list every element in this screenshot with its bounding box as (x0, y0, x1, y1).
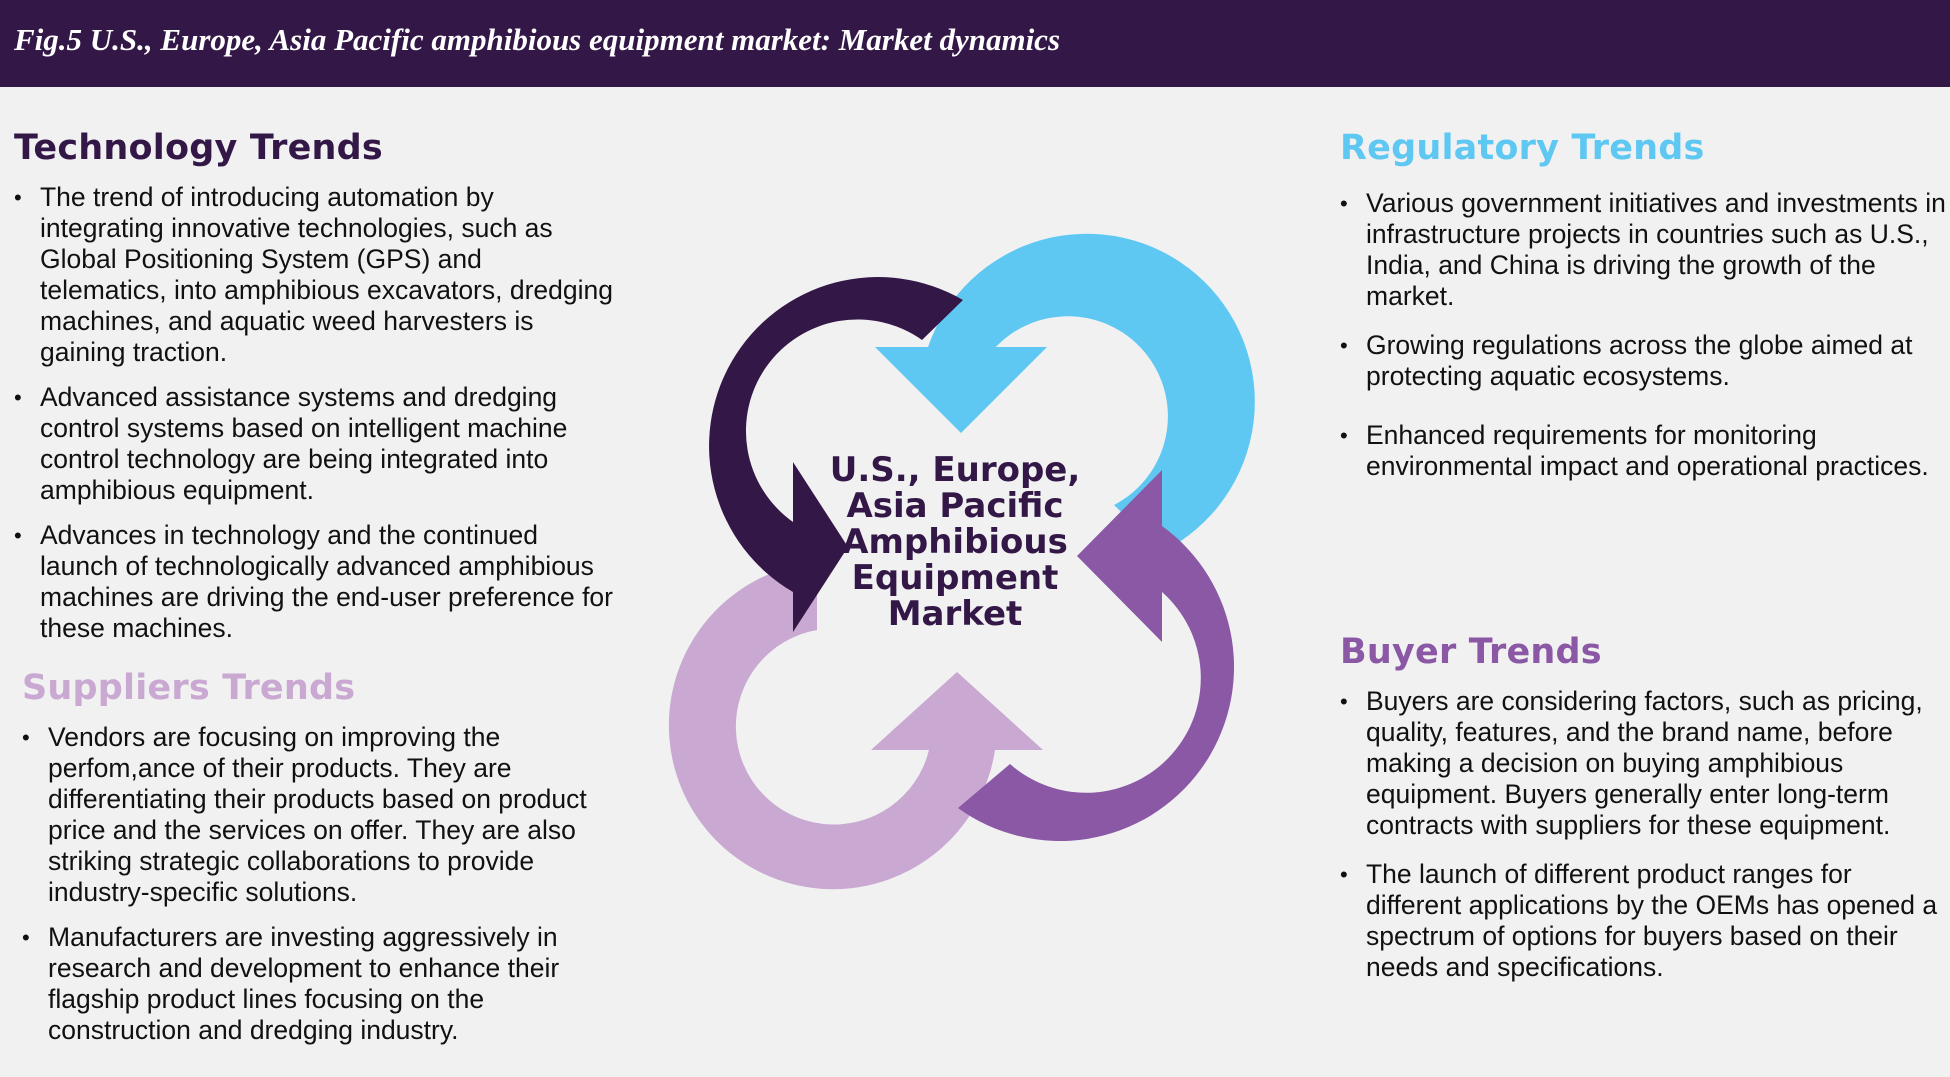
figure-title: Fig.5 U.S., Europe, Asia Pacific amphibi… (14, 22, 1061, 57)
buyer-arrowhead (1077, 470, 1162, 642)
regulatory-bullet: Growing regulations across the globe aim… (1340, 330, 1950, 392)
technology-bullet: Advances in technology and the continued… (14, 520, 614, 644)
technology-trends-title: Technology Trends (14, 128, 383, 168)
suppliers-bullet: Vendors are focusing on improving the pe… (22, 722, 622, 908)
regulatory-trends-section: Regulatory Trends Various government ini… (1340, 128, 1950, 496)
regulatory-trends-title: Regulatory Trends (1340, 128, 1705, 168)
regulatory-trends-list: Various government initiatives and inves… (1340, 188, 1950, 482)
center-label-line: Asia Pacific (846, 486, 1064, 526)
technology-arrowhead (793, 462, 848, 632)
buyer-trends-section: Buyer Trends Buyers are considering fact… (1340, 632, 1950, 997)
regulatory-arrowhead (875, 347, 1047, 433)
technology-trends-section: Technology Trends The trend of introduci… (14, 128, 614, 658)
figure-header: Fig.5 U.S., Europe, Asia Pacific amphibi… (0, 0, 1950, 87)
center-market-label: U.S., Europe, Asia Pacific Amphibious Eq… (820, 452, 1090, 632)
technology-arrow (709, 277, 963, 592)
regulatory-arrow (927, 233, 1255, 552)
suppliers-arrowhead (871, 672, 1043, 750)
center-label-line: Equipment (851, 558, 1059, 598)
center-label-line: U.S., Europe, (829, 450, 1081, 490)
suppliers-bullet: Manufacturers are investing aggressively… (22, 922, 622, 1046)
technology-bullet: The trend of introducing automation by i… (14, 182, 614, 368)
center-label-line: Amphibious (842, 522, 1068, 562)
buyer-arrow (958, 526, 1235, 842)
buyer-bullet: Buyers are considering factors, such as … (1340, 686, 1950, 841)
regulatory-bullet: Various government initiatives and inves… (1340, 188, 1950, 312)
technology-bullet: Advanced assistance systems and dredging… (14, 382, 614, 506)
suppliers-arrow (668, 562, 995, 890)
suppliers-trends-section: Suppliers Trends Vendors are focusing on… (22, 668, 622, 1060)
suppliers-trends-list: Vendors are focusing on improving the pe… (22, 722, 622, 1046)
center-label-line: Market (887, 594, 1023, 634)
buyer-trends-list: Buyers are considering factors, such as … (1340, 686, 1950, 983)
buyer-bullet: The launch of different product ranges f… (1340, 859, 1950, 983)
buyer-trends-title: Buyer Trends (1340, 632, 1602, 672)
technology-trends-list: The trend of introducing automation by i… (14, 182, 614, 644)
regulatory-bullet: Enhanced requirements for monitoring env… (1340, 420, 1950, 482)
suppliers-trends-title: Suppliers Trends (22, 668, 356, 708)
